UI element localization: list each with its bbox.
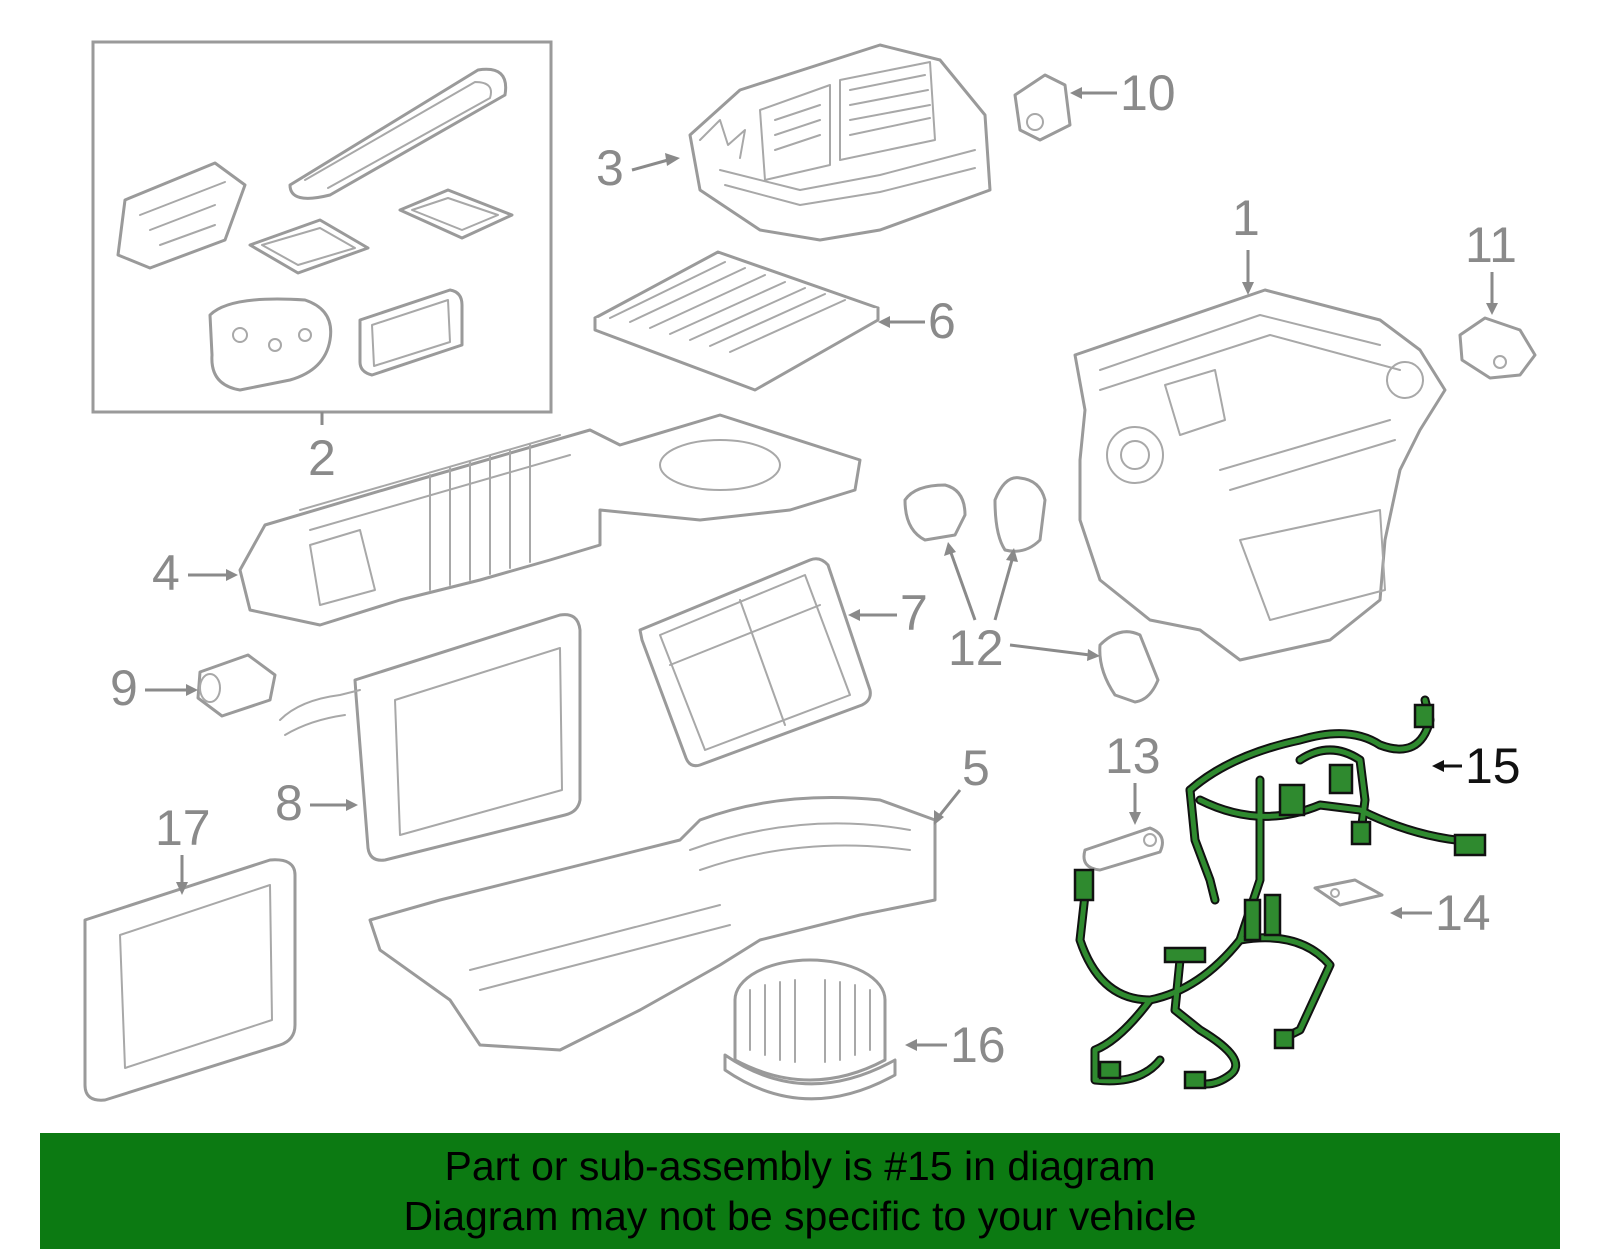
callout-8: 8: [275, 775, 303, 831]
callout-9: 9: [110, 660, 138, 716]
part-6-cabin-filter: [593, 250, 880, 392]
part-8-evaporator: [279, 613, 582, 862]
part-1-hvac-module: [1073, 288, 1447, 662]
part-3-upper-case: [688, 43, 992, 242]
callout-2: 2: [308, 430, 336, 486]
part-17-core: [83, 858, 297, 1102]
callout-3: 3: [596, 140, 624, 196]
callout-11: 11: [1465, 217, 1517, 273]
callout-12: 12: [948, 620, 1004, 676]
callout-5: 5: [962, 740, 990, 796]
part-13-bracket: [1082, 826, 1164, 872]
callout-15: 15: [1465, 738, 1521, 794]
callout-13: 13: [1105, 728, 1161, 784]
highlight-banner: Part or sub-assembly is #15 in diagram D…: [40, 1133, 1560, 1249]
callouts: 1 2 3 4 5 6 7 8 9 10 11 12: [110, 65, 1521, 1073]
callout-1: 1: [1232, 190, 1260, 246]
part-4-case: [238, 413, 862, 627]
part-11-switch: [1458, 316, 1537, 380]
callout-10: 10: [1120, 65, 1176, 121]
part-15-wiring-harness: [1073, 695, 1487, 1090]
part-10-sensor: [1013, 73, 1072, 142]
part-12-actuators: [903, 476, 1160, 704]
callout-17: 17: [155, 800, 211, 856]
callout-14: 14: [1435, 885, 1491, 941]
part-16-blower-motor: [723, 958, 897, 1101]
part-9-resistor: [196, 653, 277, 718]
part-14-plate: [1313, 878, 1384, 907]
part-5-housing: [368, 796, 937, 1052]
callout-6: 6: [928, 293, 956, 349]
banner-line-1: Part or sub-assembly is #15 in diagram: [444, 1143, 1156, 1189]
banner-line-2: Diagram may not be specific to your vehi…: [403, 1193, 1197, 1239]
part-2-seal-kit: [91, 40, 553, 425]
part-7-heater-core: [638, 557, 872, 768]
callout-7: 7: [900, 585, 928, 641]
callout-4: 4: [152, 545, 180, 601]
callout-16: 16: [950, 1017, 1006, 1073]
